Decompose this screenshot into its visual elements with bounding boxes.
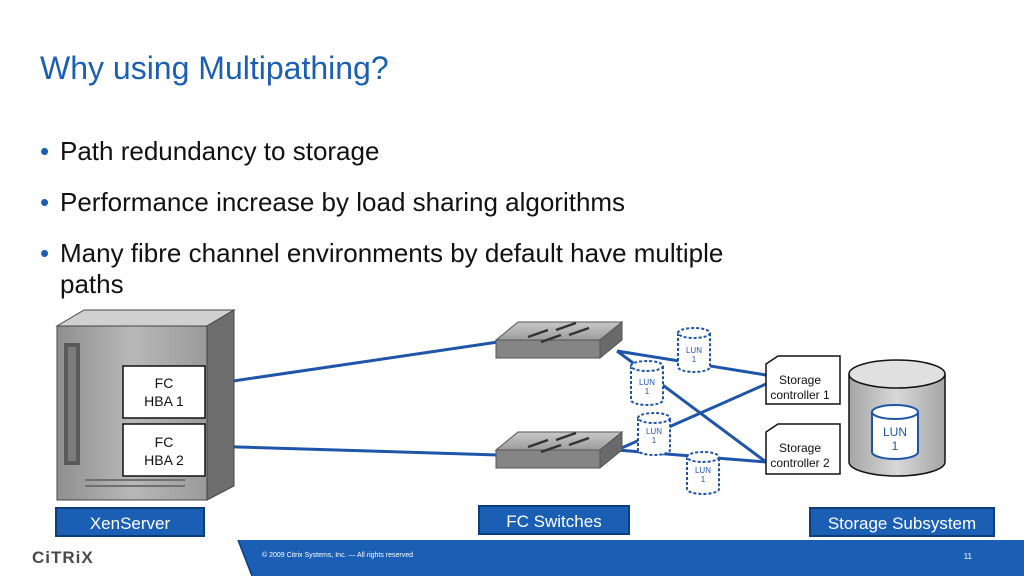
bullet-item: •Path redundancy to storage — [40, 136, 380, 166]
svg-text:controller 2: controller 2 — [770, 456, 830, 470]
copyright-text: © 2009 Citrix Systems, Inc. — All rights… — [262, 552, 414, 559]
svg-text:1: 1 — [892, 439, 899, 453]
footer-bar: CiTRiX © 2009 Citrix Systems, Inc. — All… — [0, 540, 1024, 576]
hba-2-label-line1: FC — [155, 434, 174, 450]
bullet-icon: • — [40, 136, 50, 166]
lun-path-b: LUN 1 — [630, 360, 664, 406]
bullet-list: •Path redundancy to storage •Performance… — [40, 136, 760, 320]
switch-arrows-icon — [527, 321, 590, 344]
lun-path-d: LUN 1 — [686, 451, 720, 495]
svg-text:Storage: Storage — [779, 373, 821, 387]
svg-text:LUN: LUN — [639, 378, 655, 387]
hba-1-label-line1: FC — [155, 375, 174, 391]
footer-logo-area: CiTRiX — [0, 540, 238, 576]
hba-2: FC HBA 2 — [122, 423, 206, 477]
lun-path-a: LUN 1 — [677, 327, 711, 373]
svg-text:controller 1: controller 1 — [770, 388, 830, 402]
bullet-icon: • — [40, 187, 50, 217]
multipath-diagram: FC HBA 1 FC HBA 2 LUN 1 — [55, 309, 946, 501]
storage-controller-2: Storage controller 2 — [765, 423, 841, 475]
storage-subsystem-label: Storage Subsystem — [809, 507, 995, 537]
fc-switch-1 — [494, 320, 624, 360]
svg-text:1: 1 — [645, 387, 650, 396]
storage-controller-1: Storage controller 1 — [765, 355, 841, 405]
lun-primary: LUN 1 — [871, 404, 919, 460]
svg-text:1: 1 — [701, 475, 706, 484]
slide-title: Why using Multipathing? — [40, 50, 389, 86]
svg-text:LUN: LUN — [646, 427, 662, 436]
footer-separator-icon — [232, 540, 252, 576]
bullet-item: •Performance increase by load sharing al… — [40, 187, 626, 217]
hba-1-label-line2: HBA 1 — [144, 393, 184, 409]
fc-switches-label: FC Switches — [478, 505, 630, 535]
link-hba2-switch2 — [205, 444, 499, 457]
svg-text:Storage: Storage — [779, 441, 821, 455]
lun-path-c: LUN 1 — [637, 412, 671, 456]
page-number: 11 — [963, 552, 972, 561]
link-hba1-switch1 — [205, 340, 499, 387]
fc-switch-2 — [494, 430, 624, 470]
hba-2-label-line2: HBA 2 — [144, 452, 184, 468]
svg-text:1: 1 — [652, 436, 657, 445]
svg-text:LUN: LUN — [883, 425, 907, 439]
citrix-logo: CiTRiX — [32, 548, 94, 567]
switch-arrows-icon — [527, 431, 590, 454]
svg-text:LUN: LUN — [695, 466, 711, 475]
bullet-icon: • — [40, 238, 50, 268]
svg-text:1: 1 — [692, 355, 697, 364]
xenserver-label: XenServer — [55, 507, 205, 537]
hba-1: FC HBA 1 — [122, 365, 206, 419]
bullet-item: •Many fibre channel environments by defa… — [40, 238, 724, 299]
storage-subsystem-cylinder: LUN 1 — [848, 359, 946, 477]
svg-text:LUN: LUN — [686, 346, 702, 355]
